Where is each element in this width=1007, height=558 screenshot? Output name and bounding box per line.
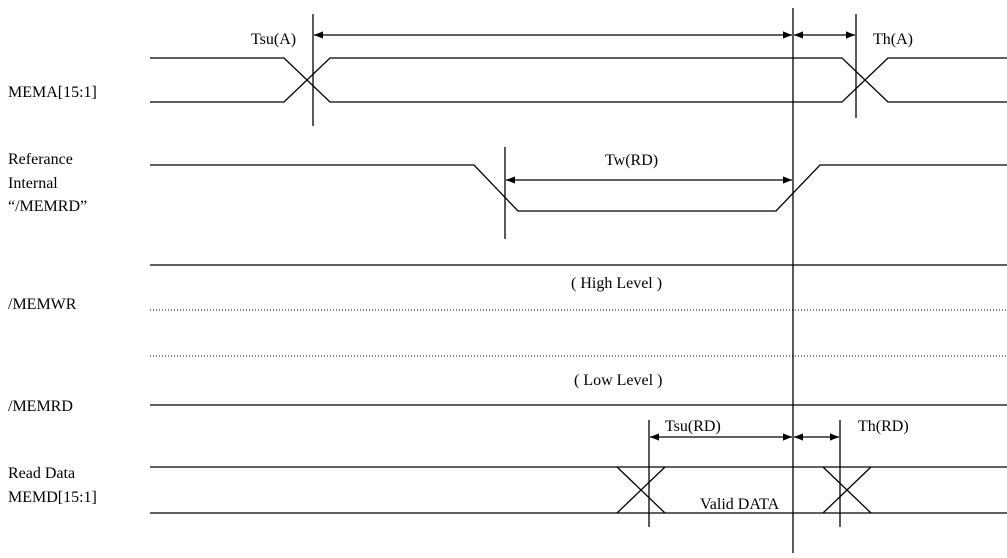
label-th-rd: Th(RD)	[858, 418, 909, 435]
memrd-waveform	[150, 355, 1007, 406]
label-rd-line2: MEMD[15:1]	[8, 489, 97, 506]
label-th-a: Th(A)	[873, 31, 913, 48]
label-memwr: /MEMWR	[8, 296, 77, 313]
label-rd-line1: Read Data	[8, 465, 75, 482]
read-data-waveform	[150, 466, 1007, 514]
ref-memrd-waveform	[150, 164, 1007, 212]
label-mema: MEMA[15:1]	[8, 84, 97, 101]
label-valid-data: Valid DATA	[700, 496, 780, 513]
label-memrd: /MEMRD	[8, 398, 73, 415]
label-tsu-rd: Tsu(RD)	[665, 418, 721, 435]
label-tw-rd: Tw(RD)	[605, 152, 658, 169]
label-ref-line3: “/MEMRD”	[8, 198, 87, 215]
label-low-level: ( Low Level )	[574, 372, 662, 389]
label-ref-line2: Internal	[8, 175, 58, 192]
mema-waveform	[150, 57, 1007, 103]
label-high-level: ( High Level )	[571, 275, 662, 292]
memwr-waveform	[150, 264, 1007, 311]
label-tsu-a: Tsu(A)	[251, 31, 296, 48]
label-ref-line1: Referance	[8, 151, 73, 168]
